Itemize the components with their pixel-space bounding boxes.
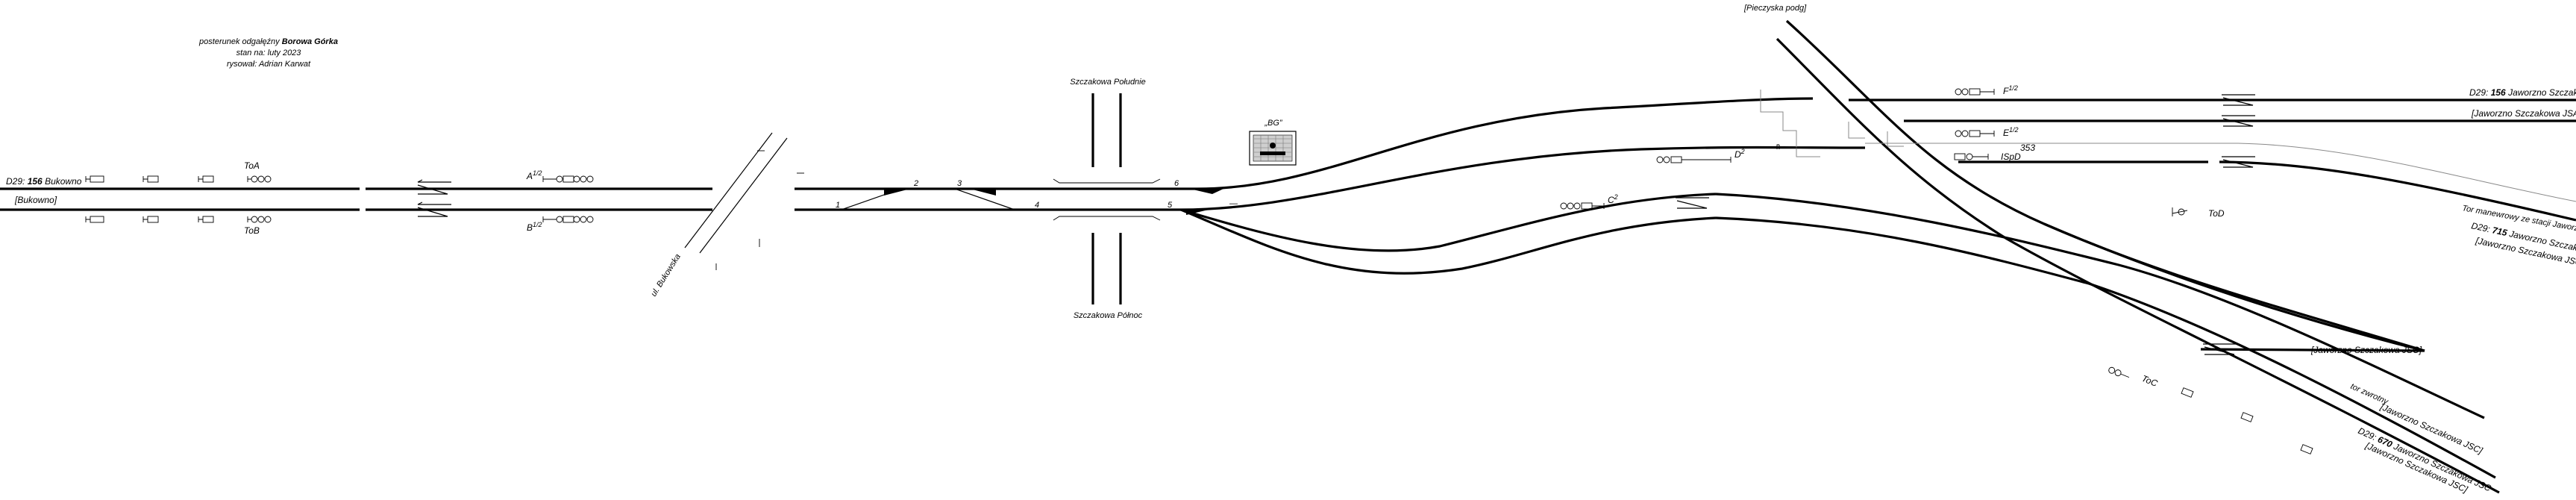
track-to-jsc-d <box>1715 216 2496 479</box>
signal-D-label: D2 <box>1734 148 1745 160</box>
switch-4[interactable]: 4 <box>1035 201 1039 210</box>
direction-arrows-right <box>1676 94 2255 355</box>
direction-arrows-left <box>417 179 451 217</box>
signal-F-label: F1/2 <box>2003 84 2018 96</box>
track-pieczyska-a <box>1785 19 2425 352</box>
signal-B[interactable]: B1/2 <box>527 216 594 233</box>
signal-toA[interactable]: ToA <box>244 160 272 183</box>
signal-ispd-label: ISpD <box>2001 151 2021 162</box>
jsc-b-label: [Jaworzno Szczakowa JSC] <box>2310 345 2422 355</box>
signal-toA-label: ToA <box>244 160 260 171</box>
crossover-3-4 <box>954 188 1015 210</box>
pieczyska-label: [Pieczyska podg] <box>1743 4 1807 13</box>
switch-6[interactable]: 6 <box>1174 179 1179 188</box>
right-curves <box>1180 97 1866 275</box>
signal-toC[interactable]: ToC <box>2108 366 2160 389</box>
lower-signal-glyphs <box>2181 387 2313 454</box>
signal-F[interactable]: F1/2 <box>1955 84 2018 96</box>
signal-toB-label: ToB <box>244 225 260 236</box>
signal-E-label: E1/2 <box>2003 126 2019 138</box>
track-jsc-a <box>2219 160 2576 222</box>
signal-A-label: A1/2 <box>526 169 542 181</box>
switch-1[interactable]: 1 <box>836 201 840 210</box>
track-pieczyska-b <box>1776 37 2500 494</box>
left-main-tracks: D29: 156 Bukowno [Bukowno] ToA ToB <box>0 160 712 236</box>
signal-toD[interactable]: ToD <box>2172 207 2225 219</box>
middle-tracks: 1 2 3 4 5 6 Szczakowa Południe Szczakowa… <box>795 78 1297 320</box>
track-to-jsc-c <box>1715 193 2485 419</box>
left-lower-label: [Bukowno] <box>14 195 57 205</box>
left-signal-glyphs <box>85 175 214 223</box>
bg-label: „BG” <box>1264 119 1283 128</box>
signal-C-label: C2 <box>1608 193 1618 205</box>
jsc-c-label: D29: 670 Jaworzno Szczakowa JSC <box>2357 425 2493 494</box>
signal-D[interactable]: D2 <box>1656 148 1745 163</box>
signal-toD-label: ToD <box>2208 208 2225 219</box>
signal-C[interactable]: C2 <box>1560 193 1618 210</box>
signal-A[interactable]: A1/2 <box>526 169 594 183</box>
switch-3[interactable]: 3 <box>957 179 962 188</box>
header-line1: posterunek odgałęźny Borowa Górka <box>198 37 338 46</box>
left-upper-label: D29: 156 Bukowno <box>6 176 82 187</box>
diagram-header: posterunek odgałęźny Borowa Górka stan n… <box>198 37 338 69</box>
siding-353-label: 353 <box>2020 143 2035 153</box>
signal-E[interactable]: E1/2 <box>1955 126 2019 138</box>
road-bridge: ul. Bukowska <box>649 132 804 299</box>
signal-toC-label: ToC <box>2140 373 2160 389</box>
curve-lower <box>1180 208 1717 275</box>
bg-box: „BG” <box>1249 119 1297 166</box>
curve-middle <box>1180 193 1717 252</box>
east-tracks <box>1715 90 2576 479</box>
switch-2[interactable]: 2 <box>913 179 918 188</box>
road-label: ul. Bukowska <box>649 252 683 298</box>
curve-to-jsa <box>1197 97 1814 190</box>
header-line2: stan na: luty 2023 <box>236 49 302 57</box>
signal-ispd[interactable]: ISpD <box>1954 151 2021 162</box>
signal-B-label: B1/2 <box>527 221 542 233</box>
platform-south-label: Szczakowa Południe <box>1070 78 1146 87</box>
jsa-upper-label: D29: 156 Jaworzno Szczakowa JSA <box>2469 87 2576 98</box>
header-line3: rysował: Adrian Karwat <box>227 60 311 69</box>
right-signals: F1/2 E1/2 353 ISpD D2 C2 ToD ToC <box>1560 84 2576 495</box>
platform-north-label: Szczakowa Północ <box>1074 311 1143 320</box>
signal-toB[interactable]: ToB <box>244 216 272 236</box>
switch-5[interactable]: 5 <box>1168 201 1173 210</box>
jsa-lower-label: [Jaworzno Szczakowa JSA] <box>2471 108 2576 119</box>
